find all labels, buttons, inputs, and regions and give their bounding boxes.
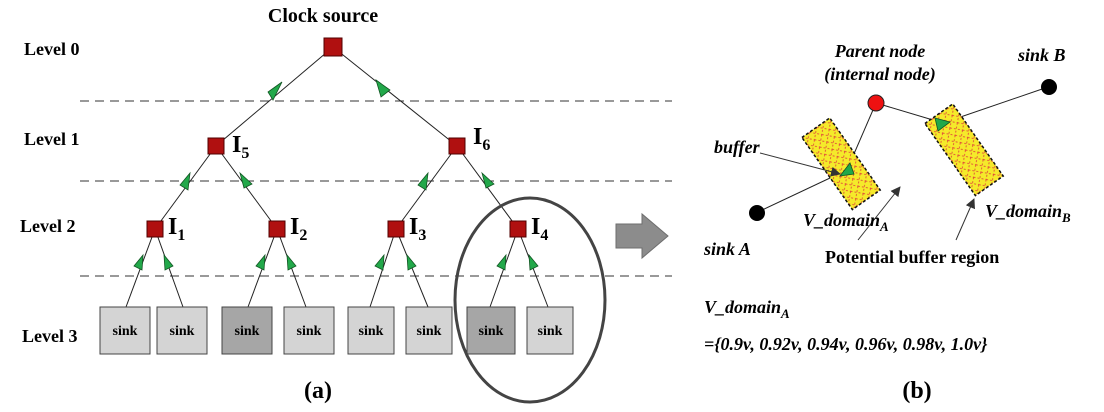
buffer-icon bbox=[255, 253, 266, 271]
pointer-arrow bbox=[955, 198, 975, 241]
level-label-3: Level 3 bbox=[22, 326, 78, 346]
caption-b: (b) bbox=[902, 378, 931, 404]
node-label-i5: I5 bbox=[232, 132, 249, 162]
sink-label: sink bbox=[235, 324, 260, 339]
vdomain-b-label: V_domainB bbox=[985, 201, 1071, 225]
internal-node-i1 bbox=[146, 220, 164, 238]
sink-box bbox=[405, 306, 453, 355]
node-label-i3: I3 bbox=[409, 214, 426, 244]
highlight-ellipse bbox=[453, 196, 607, 404]
buffer-label: buffer bbox=[714, 137, 761, 157]
sink-b-label: sink B bbox=[1017, 45, 1066, 65]
level-label-0: Level 0 bbox=[24, 39, 80, 59]
sink-box bbox=[347, 306, 395, 355]
pointer-arrow bbox=[759, 152, 841, 177]
node-label-i6: I6 bbox=[473, 124, 490, 154]
buffer-icon bbox=[374, 253, 385, 271]
sink-b-node bbox=[1041, 79, 1057, 95]
internal-node-i2 bbox=[268, 220, 286, 238]
sink-label: sink bbox=[538, 324, 563, 339]
vdomain-set-title: V_domainA bbox=[704, 297, 790, 321]
buffer-icon bbox=[406, 253, 417, 271]
parent-node bbox=[867, 94, 885, 112]
buffer-icon bbox=[179, 171, 191, 191]
internal-node-i6 bbox=[448, 137, 466, 155]
node-label-i2: I2 bbox=[290, 214, 307, 244]
caption-a: (a) bbox=[304, 378, 332, 404]
sink-box bbox=[283, 306, 335, 355]
buffer-icon bbox=[133, 253, 144, 271]
level-label-2: Level 2 bbox=[20, 216, 76, 236]
buffer-icon bbox=[163, 253, 174, 271]
buffer-icon bbox=[286, 253, 297, 271]
parent-node-sublabel: (internal node) bbox=[824, 64, 936, 85]
sink-label: sink bbox=[479, 324, 504, 339]
internal-node-i3 bbox=[387, 220, 405, 238]
sink-box bbox=[156, 306, 208, 355]
parent-node-label: Parent node bbox=[834, 41, 926, 61]
sink-label: sink bbox=[359, 324, 384, 339]
sink-label: sink bbox=[170, 324, 195, 339]
buffer-icon bbox=[839, 162, 855, 177]
buffer-icon bbox=[528, 253, 539, 271]
sink-label: sink bbox=[297, 324, 322, 339]
buffer-icon bbox=[267, 81, 283, 101]
buffer-icon bbox=[934, 117, 951, 132]
clock-source-label: Clock source bbox=[268, 5, 378, 27]
buffer-icon bbox=[417, 171, 429, 191]
sink-box bbox=[466, 306, 516, 355]
sink-box bbox=[99, 306, 151, 355]
sink-box bbox=[221, 306, 273, 355]
sink-label: sink bbox=[113, 324, 138, 339]
potential-region-label: Potential buffer region bbox=[825, 247, 999, 267]
buffer-region-a bbox=[800, 116, 882, 211]
node-label-i4: I4 bbox=[531, 214, 548, 244]
vdomain-a-label: V_domainA bbox=[803, 210, 889, 234]
sink-label: sink bbox=[417, 324, 442, 339]
right-arrow-icon bbox=[615, 212, 669, 260]
buffer-icon bbox=[496, 253, 507, 271]
vdomain-set-values: ={0.9v, 0.92v, 0.94v, 0.96v, 0.98v, 1.0v… bbox=[704, 334, 988, 354]
level-label-1: Level 1 bbox=[24, 129, 80, 149]
buffer-icon bbox=[481, 171, 495, 189]
node-label-i1: I1 bbox=[168, 214, 185, 244]
sink-a-node bbox=[749, 205, 765, 221]
clock-source-node bbox=[323, 37, 343, 57]
pointer-arrow bbox=[857, 186, 901, 241]
internal-node-i5 bbox=[207, 137, 225, 155]
sink-a-label: sink A bbox=[703, 239, 751, 259]
buffer-icon bbox=[375, 79, 391, 98]
internal-node-i4 bbox=[509, 220, 527, 238]
buffer-icon bbox=[239, 171, 253, 189]
buffer-region-b bbox=[923, 102, 1005, 197]
sink-box bbox=[526, 306, 574, 355]
